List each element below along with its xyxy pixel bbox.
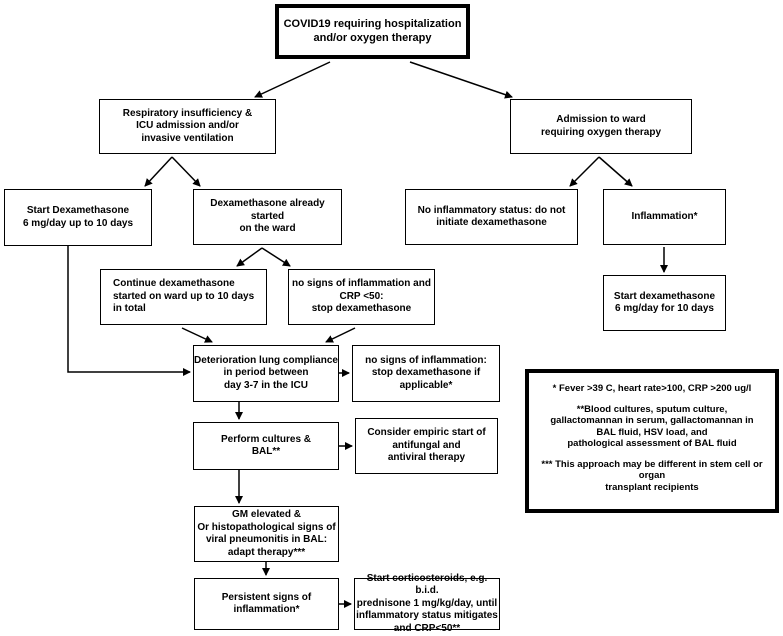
box-dexamethasone-already-started-text: Dexamethasone already started on the war…: [210, 198, 325, 235]
arrow-top-to-ward: [409, 61, 513, 99]
box-continue-dexamethasone-text: Continue dexamethasone started on ward u…: [113, 278, 255, 315]
box-no-signs-crp: no signs of inflammation and CRP <50: st…: [288, 269, 435, 325]
box-start-dexamethasone-ward: Start dexamethasone 6 mg/day for 10 days: [603, 275, 726, 331]
arrow-already-to-nosigns: [261, 247, 291, 267]
arrow-icu-to-start-dexa: [144, 156, 173, 187]
footnote-fever: * Fever >39 C, heart rate>100, CRP >200 …: [552, 383, 752, 394]
box-icu-admission: Respiratory insufficiency & ICU admissio…: [99, 99, 276, 154]
box-start-dexamethasone-text: Start Dexamethasone 6 mg/day up to 10 da…: [22, 205, 134, 229]
box-no-signs-stop-text: no signs of inflammation: stop dexametha…: [365, 354, 487, 391]
box-persistent-inflammation-text: Persistent signs of inflammation*: [221, 591, 312, 616]
box-covid19-hospitalization-text: COVID19 requiring hospitalization and/or…: [283, 17, 462, 44]
box-consider-empiric: Consider empiric start of antifungal and…: [355, 418, 498, 474]
box-gm-elevated: GM elevated & Or histopathological signs…: [194, 506, 339, 562]
box-inflammation: Inflammation*: [603, 189, 726, 245]
box-start-dexamethasone-ward-text: Start dexamethasone 6 mg/day for 10 days: [613, 290, 716, 315]
box-covid19-hospitalization: COVID19 requiring hospitalization and/or…: [275, 4, 470, 59]
box-perform-cultures: Perform cultures & BAL**: [193, 422, 339, 470]
box-deterioration-lung-compliance: Deterioration lung compliance in period …: [193, 345, 339, 402]
arrow-ward-to-no-inflam: [569, 156, 600, 187]
arrow-already-to-continue: [236, 247, 263, 267]
box-icu-admission-text: Respiratory insufficiency & ICU admissio…: [122, 107, 253, 144]
box-no-inflammatory-status: No inflammatory status: do not initiate …: [405, 189, 578, 245]
box-dexamethasone-already-started: Dexamethasone already started on the war…: [193, 189, 342, 245]
box-no-signs-stop: no signs of inflammation: stop dexametha…: [352, 345, 500, 402]
box-ward-admission-text: Admission to ward requiring oxygen thera…: [540, 114, 662, 138]
footnote-cultures: **Blood cultures, sputum culture, gallac…: [550, 403, 754, 450]
box-consider-empiric-text: Consider empiric start of antifungal and…: [367, 427, 486, 464]
box-continue-dexamethasone: Continue dexamethasone started on ward u…: [100, 269, 267, 325]
arrow-icu-to-already-started: [171, 156, 201, 187]
box-ward-admission: Admission to ward requiring oxygen thera…: [510, 99, 692, 154]
box-start-corticosteroids: Start corticosteroids, e.g. b.i.d. predn…: [354, 573, 500, 634]
footnote-approach: *** This approach may be different in st…: [541, 458, 763, 494]
box-persistent-inflammation: Persistent signs of inflammation*: [194, 578, 339, 630]
arrow-continue-to-deterioration: [181, 327, 213, 343]
box-deterioration-lung-compliance-text: Deterioration lung compliance in period …: [194, 354, 338, 391]
arrow-ward-to-inflammation: [598, 156, 633, 187]
arrow-nosigns-to-deterioration: [325, 327, 356, 343]
arrow-top-to-icu: [254, 61, 331, 98]
box-gm-elevated-text: GM elevated & Or histopathological signs…: [197, 509, 336, 558]
box-start-dexamethasone: Start Dexamethasone 6 mg/day up to 10 da…: [4, 189, 152, 246]
box-no-signs-crp-text: no signs of inflammation and CRP <50: st…: [292, 278, 431, 315]
box-no-inflammatory-status-text: No inflammatory status: do not initiate …: [417, 204, 566, 229]
box-start-corticosteroids-text: Start corticosteroids, e.g. b.i.d. predn…: [356, 572, 498, 634]
box-inflammation-text: Inflammation*: [631, 210, 698, 222]
arrow-start-dexa-to-deterioration: [67, 246, 191, 376]
box-perform-cultures-text: Perform cultures & BAL**: [220, 433, 312, 458]
footnote-box: * Fever >39 C, heart rate>100, CRP >200 …: [525, 369, 779, 513]
